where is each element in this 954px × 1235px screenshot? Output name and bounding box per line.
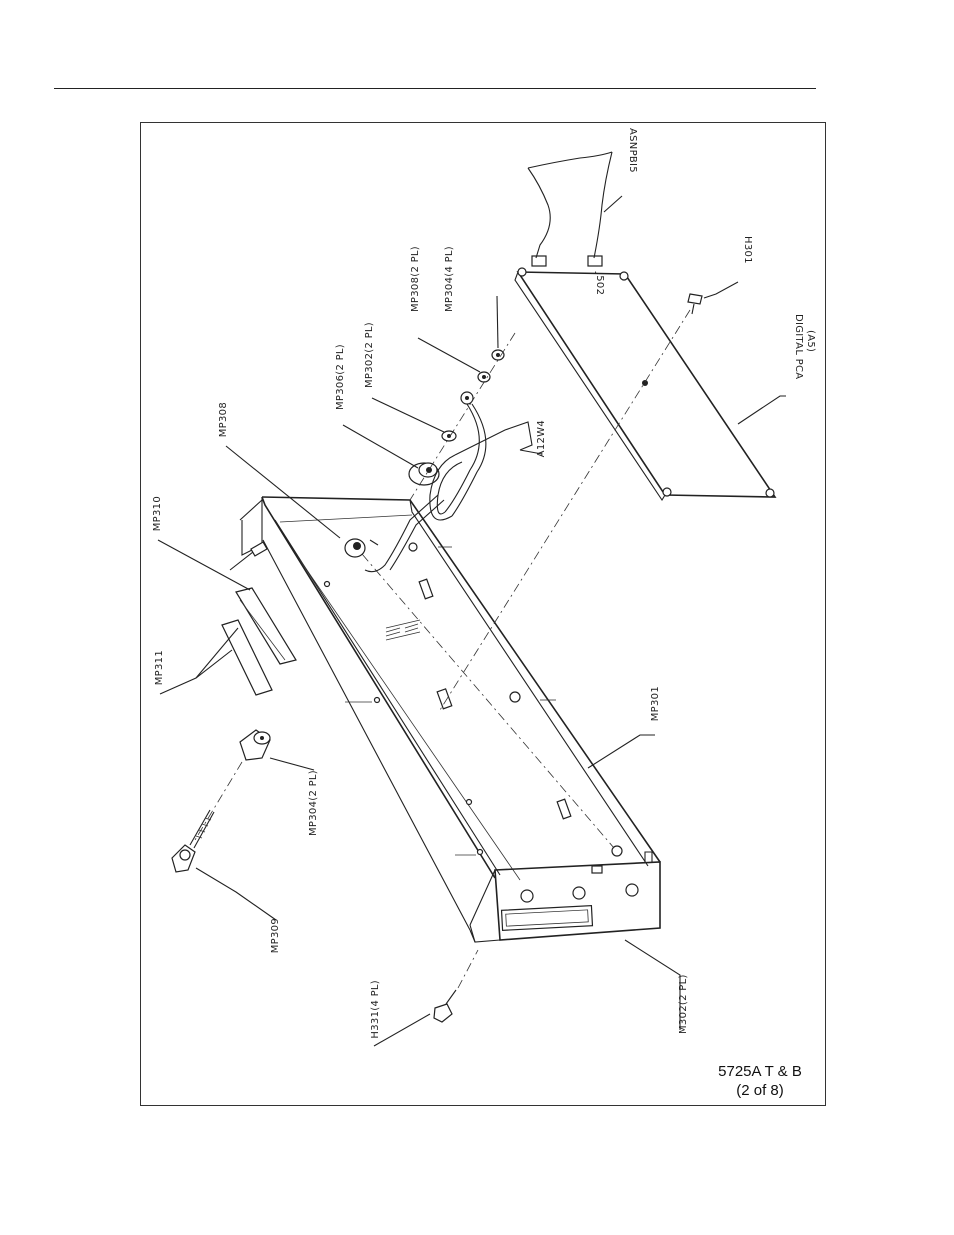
label-mp309: MP309 <box>270 918 281 953</box>
label-mp306-2pl: MP306(2 PL) <box>335 344 346 410</box>
caption-page: (2 of 8) <box>736 1082 784 1099</box>
label-a12w4: A12W4 <box>536 420 547 457</box>
label-mp311: MP311 <box>154 650 165 685</box>
figure-frame <box>140 122 826 1106</box>
label-mp308-2pl: MP308(2 PL) <box>410 246 421 312</box>
front-panel-m302 <box>469 851 661 943</box>
fastener-stack <box>344 332 516 558</box>
label-m302-2pl: M302(2 PL) <box>678 974 689 1034</box>
label-mp301: MP301 <box>650 686 661 721</box>
label-mp302-2pl: MP302(2 PL) <box>364 322 375 388</box>
label-h331-4pl: H331(4 PL) <box>370 980 381 1039</box>
header-rule <box>54 88 816 89</box>
label-j502: J502 <box>594 271 605 295</box>
screw-h301 <box>687 293 703 315</box>
part-labels: ASNPBI5 H301 J502 DIGITAL PCA (A5) MP304… <box>152 128 816 1039</box>
label-mp308: MP308 <box>218 402 229 437</box>
cable-a12w4 <box>364 403 533 573</box>
label-h301: H301 <box>742 236 753 264</box>
label-mp304-4pl: MP304(4 PL) <box>444 246 455 312</box>
digital-pca-board <box>439 255 777 711</box>
caption-title: 5725A T & B <box>718 1063 802 1080</box>
figure-caption: 5725A T & B (2 of 8) <box>700 1062 820 1100</box>
ribbon-cable-asnpbi5 <box>527 151 613 259</box>
label-digital-pca: DIGITAL PCA <box>793 314 804 379</box>
screw-mp309 <box>171 809 215 873</box>
brackets-mp310-mp311 <box>221 587 297 696</box>
leader-lines <box>157 195 786 1047</box>
label-digital-pca-sub: (A5) <box>805 330 816 352</box>
label-asnpbi5: ASNPBI5 <box>627 128 638 173</box>
foot-mp304 <box>194 729 271 841</box>
screw-h331 <box>433 949 479 1023</box>
label-mp304-2pl: MP304(2 PL) <box>308 770 319 836</box>
label-mp310: MP310 <box>152 496 163 531</box>
chassis-mp301 <box>229 496 661 943</box>
